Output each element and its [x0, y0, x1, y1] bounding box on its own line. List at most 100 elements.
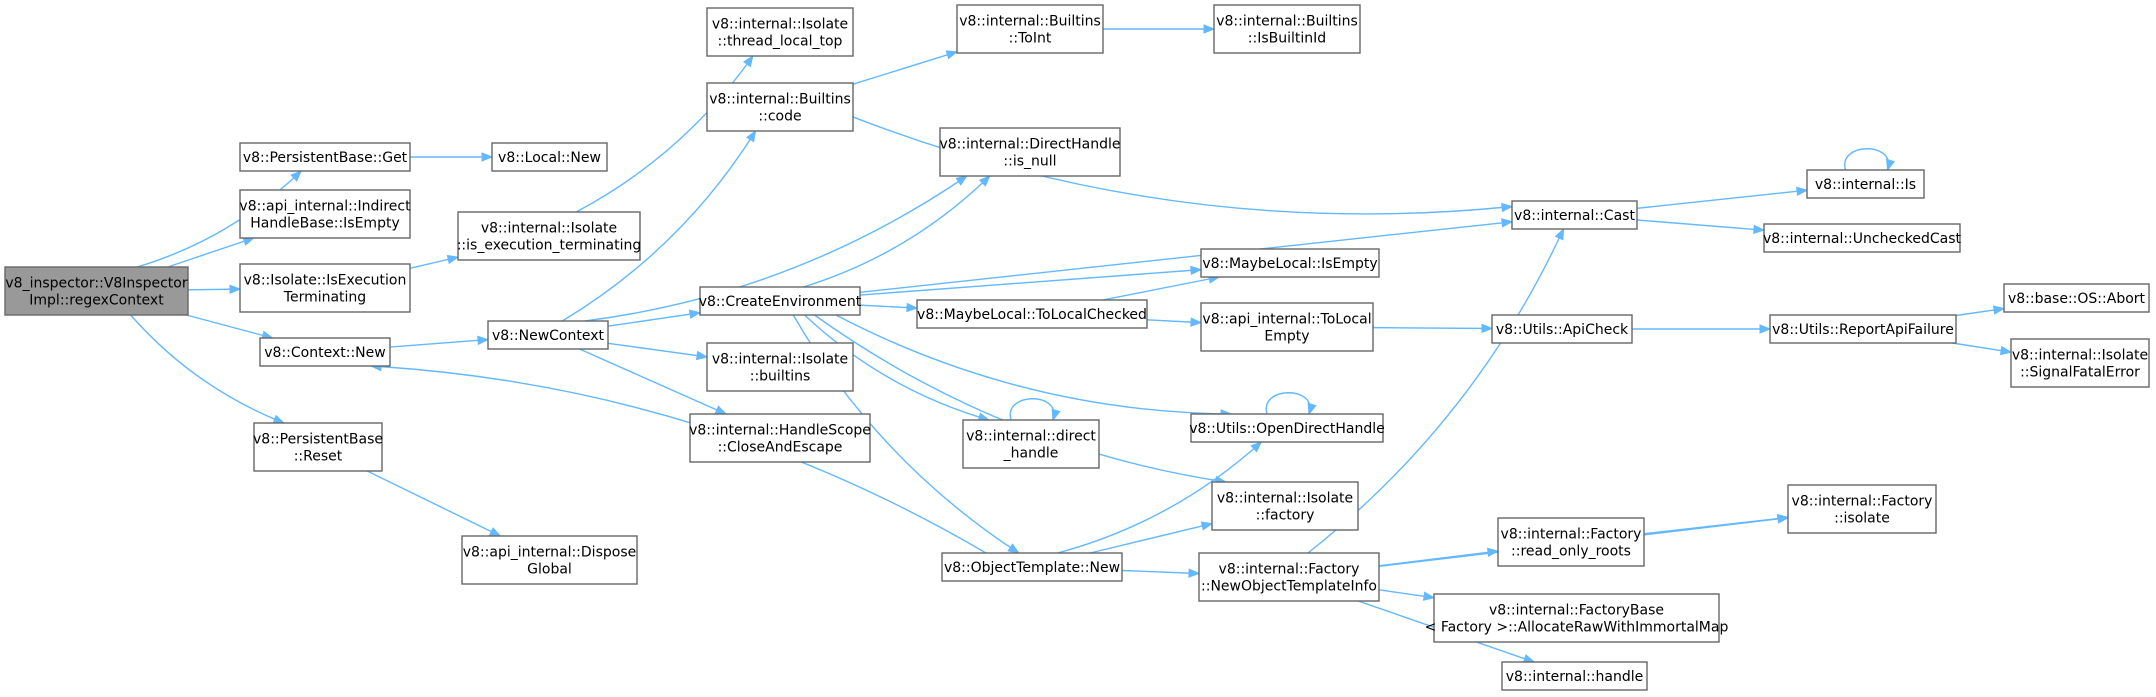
edge-tolocal_empty-to-apicheck — [1372, 326, 1493, 330]
edge-arrowhead — [1777, 513, 1790, 524]
edge-arrowhead — [1051, 408, 1061, 422]
node-box — [1787, 484, 1937, 534]
node-dh-isnull[interactable]: v8::internal::DirectHandle::is_null — [939, 127, 1121, 177]
edge-arrowhead — [1190, 265, 1203, 276]
node-ctx-new[interactable]: v8::Context::New — [259, 337, 391, 367]
node-label: v8::api_internal::Indirect — [239, 199, 411, 215]
edge-pb_reset-to-dispose_global — [366, 470, 501, 537]
node-label: ::builtins — [750, 369, 811, 385]
edge-arrowhead — [481, 152, 494, 162]
edge-builtins_code-to-builtins_toint — [852, 51, 958, 85]
edge-arrowhead — [1501, 218, 1514, 228]
node-local-new[interactable]: v8::Local::New — [491, 142, 608, 172]
edge-arrowhead — [1203, 24, 1216, 34]
edge-newcontext-to-builtins_code — [561, 130, 757, 322]
node-report-api-failure[interactable]: v8::Utils::ReportApiFailure — [1769, 314, 1957, 344]
node-box — [1433, 593, 1720, 643]
node-open-dh[interactable]: v8::Utils::OpenDirectHandle — [1189, 413, 1385, 443]
node-label: HandleBase::IsEmpty — [250, 216, 399, 232]
node-builtins-isid[interactable]: v8::internal::Builtins::IsBuiltinId — [1213, 4, 1361, 54]
node-label: v8::Isolate::IsExecution — [244, 273, 407, 289]
edge-arrowhead — [1307, 402, 1317, 416]
edge-arrowhead — [446, 254, 460, 265]
node-os-abort[interactable]: v8::base::OS::Abort — [2003, 283, 2150, 313]
edge-arrowhead — [978, 175, 991, 187]
edge-arrowhead — [1886, 158, 1896, 172]
node-read-only-roots[interactable]: v8::internal::Factory::read_only_roots — [1497, 517, 1645, 567]
node-apicheck[interactable]: v8::Utils::ApiCheck — [1491, 314, 1633, 344]
node-box — [4, 266, 189, 316]
node-box — [2010, 338, 2150, 388]
node-factory-isolate[interactable]: v8::internal::Factory::isolate — [1787, 484, 1937, 534]
node-label: ::thread_local_top — [718, 34, 843, 50]
node-label: v8::Utils::OpenDirectHandle — [1189, 421, 1385, 437]
edge-arrowhead — [1796, 186, 1809, 197]
node-label: v8::internal::handle — [1506, 669, 1644, 685]
node-pb-get[interactable]: v8::PersistentBase::Get — [239, 142, 411, 172]
node-alloc-raw[interactable]: v8::internal::FactoryBase< Factory >::Al… — [1425, 593, 1729, 643]
node-label: ::Reset — [294, 449, 343, 465]
node-create-env[interactable]: v8::CreateEnvironment — [699, 286, 862, 316]
edge-is-to-is — [1844, 148, 1889, 171]
node-cast[interactable]: v8::internal::Cast — [1511, 200, 1638, 230]
edge-root-to-ihb_isempty — [167, 237, 255, 268]
edge-arrowhead — [1250, 441, 1263, 453]
node-unchecked-cast[interactable]: v8::internal::UncheckedCast — [1763, 223, 1962, 253]
node-label: Terminating — [283, 290, 366, 306]
edge-create_env-to-cast — [859, 221, 1513, 294]
node-label: v8::CreateEnvironment — [699, 294, 862, 310]
edge-root-to-pb_reset — [130, 314, 285, 424]
edge-newcontext-to-isolate_builtins — [607, 342, 708, 358]
node-ml-isempty[interactable]: v8::MaybeLocal::IsEmpty — [1200, 248, 1380, 278]
edge-arrowhead — [290, 170, 303, 182]
node-root[interactable]: v8_inspector::V8InspectorImpl::regexCont… — [4, 266, 189, 316]
node-label: v8::internal::DirectHandle — [939, 137, 1120, 153]
node-label: v8::Utils::ReportApiFailure — [1772, 322, 1954, 338]
node-ot-new[interactable]: v8::ObjectTemplate::New — [941, 552, 1123, 582]
node-direct-handle[interactable]: v8::internal::direct_handle — [962, 419, 1100, 469]
nodes-layer: v8_inspector::V8InspectorImpl::regexCont… — [4, 4, 2150, 691]
node-label: v8::internal::Builtins — [1216, 14, 1358, 30]
node-factory-newoti[interactable]: v8::internal::Factory::NewObjectTemplate… — [1198, 552, 1380, 602]
node-hs-close[interactable]: v8::internal::HandleScope::CloseAndEscap… — [689, 413, 871, 463]
edge-create_env-to-dh_isnull — [803, 175, 991, 288]
node-box — [1200, 248, 1380, 278]
edge-arrowhead — [1481, 323, 1494, 334]
node-label: ::is_null — [1003, 154, 1056, 170]
node-label: v8::base::OS::Abort — [2008, 291, 2146, 307]
node-label: Empty — [1264, 329, 1309, 345]
edge-factory_newoti-to-read_only_roots — [1378, 550, 1499, 567]
node-builtins-code[interactable]: v8::internal::Builtins::code — [706, 82, 854, 132]
node-label: v8::Context::New — [264, 345, 385, 361]
node-ml-tolocal[interactable]: v8::MaybeLocal::ToLocalChecked — [916, 299, 1148, 329]
node-isolate-isexec[interactable]: v8::internal::Isolate::is_execution_term… — [457, 211, 642, 261]
node-box — [461, 535, 638, 585]
node-builtins-toint[interactable]: v8::internal::Builtins::ToInt — [956, 4, 1104, 54]
node-box — [1200, 302, 1374, 352]
node-label: v8::internal::Builtins — [959, 14, 1101, 30]
node-ihb-isempty[interactable]: v8::api_internal::IndirectHandleBase::Is… — [239, 189, 411, 239]
node-label: ::NewObjectTemplateInfo — [1201, 579, 1377, 595]
node-label: v8::MaybeLocal::ToLocalChecked — [917, 307, 1147, 323]
node-label: v8::internal::Isolate — [481, 221, 617, 237]
edge-arrowhead — [945, 50, 959, 60]
edge-arrowhead — [229, 284, 242, 294]
node-signal-fatal[interactable]: v8::internal::Isolate::SignalFatalError — [2010, 338, 2150, 388]
node-is[interactable]: v8::internal::Is — [1806, 169, 1925, 199]
node-pb-reset[interactable]: v8::PersistentBase::Reset — [253, 422, 383, 472]
edge-arrowhead — [1190, 317, 1203, 327]
node-box — [916, 299, 1148, 329]
node-handle[interactable]: v8::internal::handle — [1501, 661, 1648, 691]
node-box — [1497, 517, 1645, 567]
node-label: ::SignalFatalError — [2020, 365, 2140, 381]
node-box — [939, 127, 1121, 177]
node-isolate-builtins[interactable]: v8::internal::Isolate::builtins — [706, 342, 854, 392]
node-box — [689, 413, 871, 463]
node-isolate-factory[interactable]: v8::internal::Isolate::factory — [1211, 481, 1359, 531]
edge-direct_handle-to-direct_handle — [1009, 398, 1055, 421]
node-thread-local-top[interactable]: v8::internal::Isolate::thread_local_top — [706, 7, 854, 57]
node-newcontext[interactable]: v8::NewContext — [487, 320, 609, 350]
